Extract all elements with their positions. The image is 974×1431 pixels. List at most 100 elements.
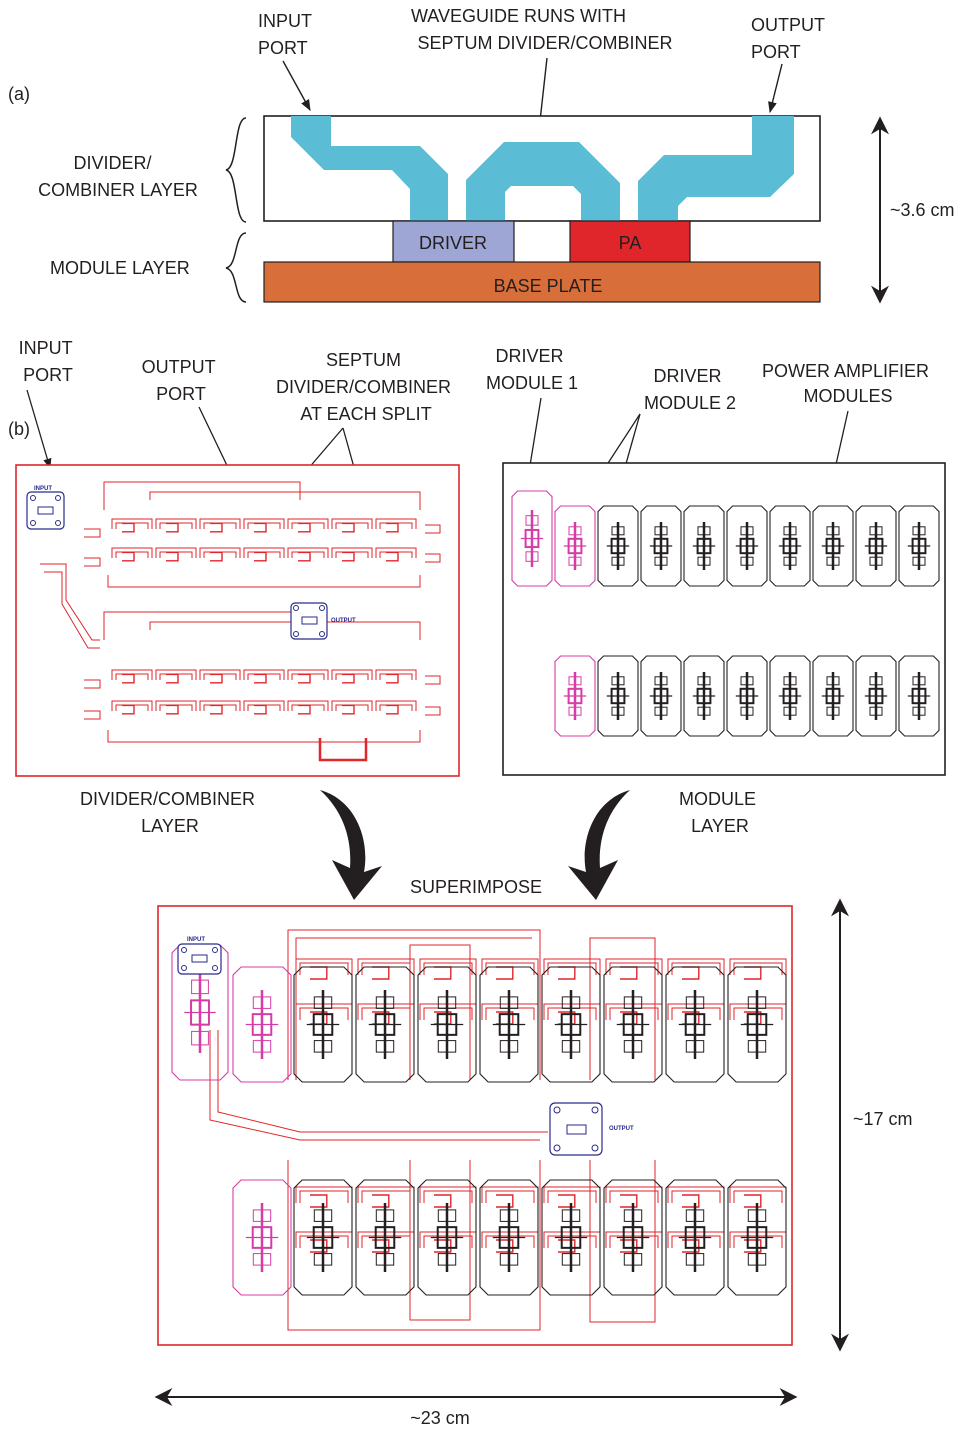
sup-pa-module-top-1-top-pad [375,996,395,1009]
sup-bus-top-left [287,929,541,1080]
div-end-top-a [425,524,441,534]
div-cell-top-a-6-stub [386,522,399,533]
divider-layer-label: DIVIDER/ COMBINER LAYER [38,153,198,200]
sup-pa-module-bot-4 [541,1179,601,1296]
sup-driver-module-2b-top-pad [252,1209,272,1222]
sup-cell-bot-a-7-loop-inner [733,1190,783,1203]
div-end-top-b [425,553,441,563]
superimpose-arrow-left [320,790,382,900]
pa-module-top-1 [640,505,682,587]
div-cell-top-b-5-stub [342,551,355,562]
superimposed-input-port: INPUT [177,937,222,975]
base-plate-block [263,261,821,303]
div-cell-top-a-3-loop-outer [243,518,285,529]
div-cell-bot-b-0-stub [122,704,135,715]
sup-pa-module-top-0-top-pad [313,996,333,1009]
pa-module-bot-4-top-pad [783,676,797,686]
div-cell-top-a-5-loop-outer [331,518,373,529]
sup-pa-module-bot-1-bot-pad [375,1253,395,1266]
sup-pa-module-top-5-bot-pad [623,1040,643,1053]
sup-pa-module-top-2-top-pad [437,996,457,1009]
pa-module-bot-5 [812,655,854,737]
div-cell-bot-b-1-loop-outer [155,700,197,711]
divider-output-port: OUTPUT [290,602,356,640]
div-bus-mid-1 [149,621,421,640]
sup-pa-module-bot-6-bot-pad [685,1253,705,1266]
div-feed-bot-a [84,679,101,689]
divider-input-port: INPUT [26,486,65,530]
sup-cell-top-a-3-loop-outer [481,958,539,975]
superimpose-arrow-right [568,790,630,900]
div-input-feed-inner [44,571,100,649]
pa-module-bot-0 [597,655,639,737]
div-bus-bottom-0 [107,575,421,588]
pa-module-bot-2-top-pad [697,676,711,686]
driver-block-label: DRIVER [419,233,487,253]
pa-module-top-0 [597,505,639,587]
a-output-port-label: OUTPUT PORT [751,15,830,62]
b-pa-modules-label: POWER AMPLIFIER MODULES [762,361,934,406]
div-cell-top-b-0-stub [122,551,135,562]
output-waveguide-run [638,116,794,221]
driver-module-1 [511,490,553,587]
driver-block [392,220,515,263]
divider-output-text: OUTPUT [331,618,356,624]
div-cell-bot-b-3-loop-outer [243,700,285,711]
module-layer-modules [511,490,940,737]
pa-module-top-0-top-pad [611,526,625,536]
div-end-bot-b [425,706,441,716]
divider-panel-frame [15,464,460,777]
pa-module-top-2-top-pad [697,526,711,536]
sup-pa-module-bot-5-bot-pad [623,1253,643,1266]
div-cell-bot-a-1-loop-outer [155,669,197,680]
sup-bus-bot-mid [409,1160,471,1321]
pa-module-bot-5-top-pad [826,676,840,686]
div-cell-bot-a-1-stub [166,673,179,684]
pa-module-top-2-bot-pad [697,556,711,566]
div-input-feed [40,563,100,641]
divider-layer-caption: DIVIDER/COMBINER LAYER [80,789,260,836]
div-cell-bot-a-3-stub [254,673,267,684]
pa-module-bot-0-top-pad [611,676,625,686]
driver-module-2b [554,655,596,737]
div-feed-top-b [84,557,101,567]
pa-module-bot-6-bot-pad [869,706,883,716]
pa-module-top-6-top-pad [869,526,883,536]
sup-bus-top-right [589,937,656,1080]
div-cell-bot-b-5-loop-outer [331,700,373,711]
div-bus-bottom-1 [107,730,421,743]
sup-cell-bot-a-4-stub [558,1194,576,1208]
sup-pa-module-top-7 [727,966,787,1083]
sup-pa-module-bot-7 [727,1179,787,1296]
div-cell-bot-a-6-stub [386,673,399,684]
pa-module-top-5 [812,505,854,587]
pa-module-bot-5-bot-pad [826,706,840,716]
div-cell-bot-b-5-stub [342,704,355,715]
sup-cell-bot-a-4-loop-inner [547,1190,597,1203]
a-input-arrow [282,60,311,111]
sup-driver-module-2a-top-pad [252,996,272,1009]
sup-pa-module-top-0 [293,966,353,1083]
div-bus-mid-0 [149,491,421,510]
pa-module-bot-7 [898,655,940,737]
sup-cell-bot-a-7-stub [744,1194,762,1208]
sup-pa-module-top-2 [417,966,477,1083]
sup-pa-module-top-5 [603,966,663,1083]
div-cell-top-a-6-loop-outer [375,518,417,529]
sup-driver-module-1 [171,944,229,1081]
sup-cell-bot-b-1-stub [372,1239,390,1253]
div-cell-bot-a-2-stub [210,673,223,684]
sup-cell-bot-b-0-stub [310,1239,328,1253]
div-cell-bot-a-5-loop-outer [331,669,373,680]
superimposed-output-port: OUTPUT [549,1102,634,1156]
sup-pa-module-top-6-bot-pad [685,1040,705,1053]
module-layer-label: MODULE LAYER [50,258,190,278]
part-a-label: (a) [8,84,30,104]
sup-pa-module-bot-7-top-pad [747,1209,767,1222]
sup-pa-module-top-5-top-pad [623,996,643,1009]
pa-module-bot-2-bot-pad [697,706,711,716]
part-a-cross-section: (a) INPUT PORT WAVEGUIDE RUNS WITH SEPTU… [8,6,955,304]
div-cell-top-a-1-loop-outer [155,518,197,529]
sup-pa-module-bot-3-bot-pad [499,1253,519,1266]
sup-cell-bot-a-6-loop-inner [671,1190,721,1203]
